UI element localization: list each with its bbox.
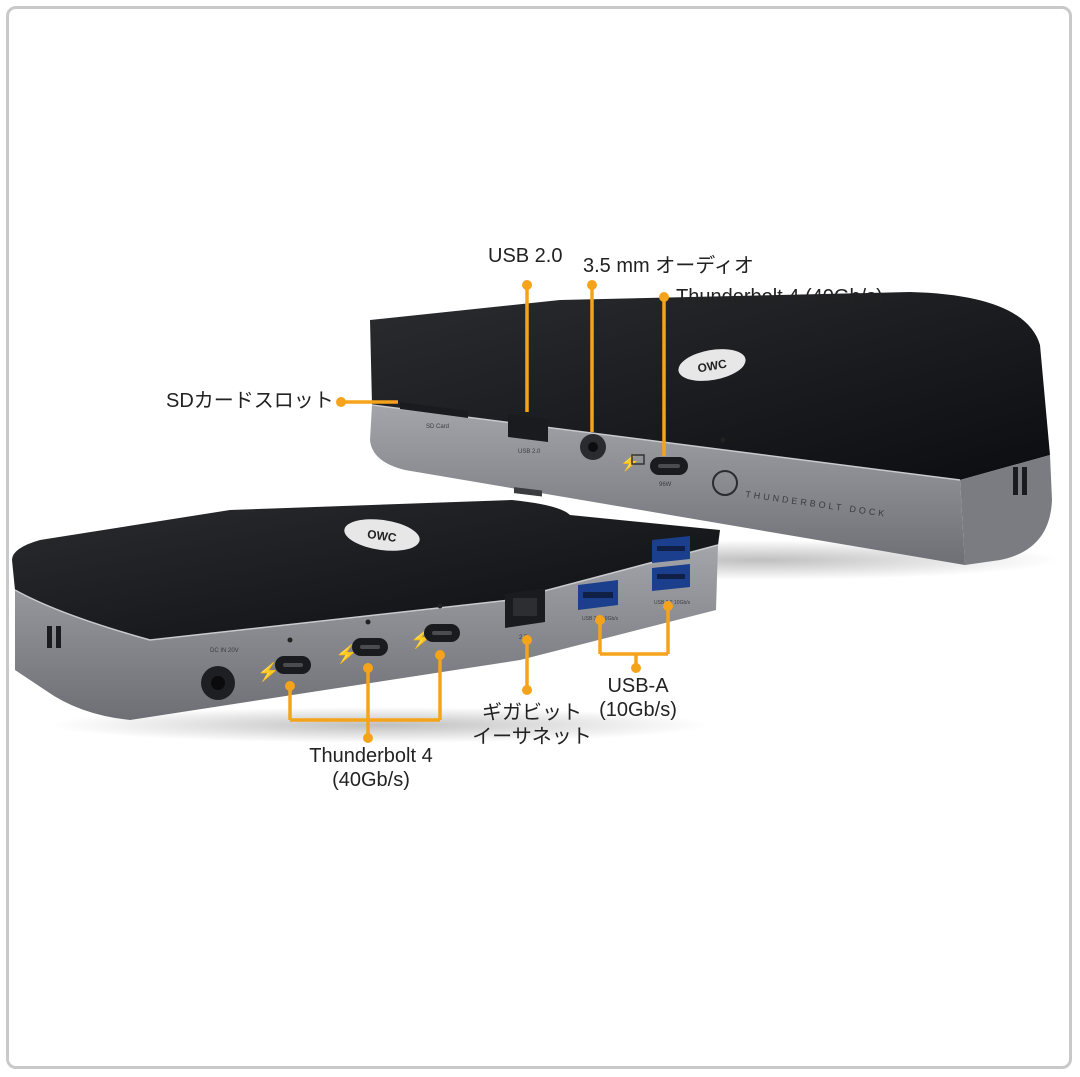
callout-lines [288, 285, 670, 738]
callout-usb-a-line1: USB-A [607, 675, 669, 697]
display-icon [631, 454, 645, 465]
callout-ethernet: ギガビット イーサネット [472, 701, 592, 749]
callout-tb4-bottom-line2: (40Gb/s) [332, 769, 410, 791]
usb20-caption: USB 2.0 [518, 449, 541, 455]
callout-ethernet-line2: イーサネット [472, 726, 592, 748]
dc-in-caption: DC IN 20V [210, 648, 239, 654]
sd-slot [400, 402, 468, 418]
callout-ethernet-line1: ギガビット [482, 702, 582, 724]
usb-a-caption-2: USB 3.2 10Gb/s [654, 600, 691, 606]
callout-usb20: USB 2.0 [488, 245, 563, 267]
callout-usb-a-line2: (10Gb/s) [599, 699, 677, 721]
front-dock: OWC DC IN 20V ⚡ ⚡ ⚡ 2.5 USB 3.2 10Gb/s [12, 500, 720, 743]
callout-tb4-bottom-line1: Thunderbolt 4 [309, 745, 433, 767]
callout-usb-a: USB-A (10Gb/s) [588, 674, 688, 722]
callout-audio: 3.5 mm オーディオ [583, 255, 754, 277]
callout-dots [285, 280, 673, 743]
tb-bolt-icon-1: ⚡ [257, 661, 279, 683]
rear-logo-text: OWC [697, 356, 729, 375]
image-frame [6, 6, 1072, 1069]
owc-owl-icon [712, 470, 738, 496]
usb20-port [508, 414, 548, 442]
tb-host-caption: 96W [659, 482, 672, 488]
callout-tb4-bottom: Thunderbolt 4 (40Gb/s) [296, 744, 446, 792]
callout-tb4-top: Thunderbolt 4 (40Gb/s) [676, 286, 883, 308]
tb-bolt-icon: ⚡ [620, 453, 640, 472]
tb-bolt-icon-2: ⚡ [335, 643, 357, 665]
rear-dock: OWC SD Card USB 2.0 ⚡ 96W THUNDERBOLT DO… [370, 292, 1060, 580]
front-logo-text: OWC [366, 527, 397, 545]
callout-sd-slot: SDカードスロット [166, 390, 334, 412]
sd-caption: SD Card [426, 424, 449, 430]
